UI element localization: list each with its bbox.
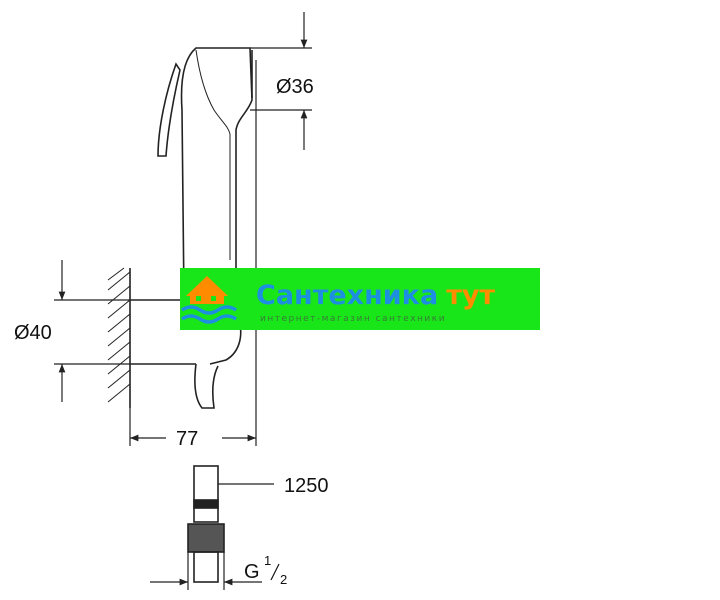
thread-sup: 1: [264, 553, 271, 568]
wall: [107, 267, 131, 408]
dimension-lines: [54, 12, 312, 590]
hand-shower: [157, 47, 253, 301]
wall-hatch: [107, 267, 131, 403]
thread-sub: 2: [280, 572, 287, 587]
knurled-connector: [187, 523, 225, 553]
depth-label: 77: [176, 428, 198, 450]
shower-lever: [157, 62, 181, 157]
house-logo-icon: [181, 276, 237, 324]
head-diameter-label: Ø36: [276, 76, 314, 98]
thread-main: G: [244, 561, 260, 583]
hose-nut: [193, 499, 219, 509]
connector-neck: [193, 551, 219, 583]
shower-inner: [195, 49, 231, 260]
thread-label: G 1 2: [244, 553, 287, 587]
hose: [193, 465, 219, 523]
hose-assembly: [187, 465, 225, 583]
hose-length-label: 1250: [284, 475, 329, 497]
shower-outer: [180, 47, 253, 301]
wall-diameter-label: Ø40: [14, 322, 52, 344]
watermark-background: [180, 268, 540, 330]
watermark-subtitle: интернет-магазин сантехники: [260, 314, 446, 324]
